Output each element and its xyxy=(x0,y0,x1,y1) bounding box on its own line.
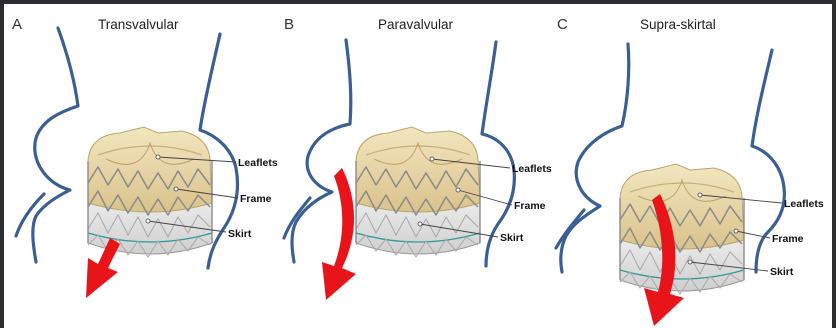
valve-b xyxy=(356,127,480,257)
label-leaflets-c: Leaflets xyxy=(784,198,824,210)
flow-arrow-b xyxy=(322,168,356,300)
diagram-svg: A Transvalvular Leaflets Frame Skirt B P… xyxy=(4,4,832,328)
diagram-canvas: A Transvalvular Leaflets Frame Skirt B P… xyxy=(4,4,832,328)
panel-title-b: Paravalvular xyxy=(378,17,454,32)
panel-b: B Paravalvular Leaflets Frame Skirt xyxy=(284,16,552,300)
label-frame-c: Frame xyxy=(772,233,804,245)
label-leaflets-b: Leaflets xyxy=(512,163,552,175)
label-skirt-c: Skirt xyxy=(770,266,794,278)
panel-letter-a: A xyxy=(12,16,22,33)
panel-c: C Supra-skirtal Leaflets Frame Skirt xyxy=(556,16,824,326)
panel-title-c: Supra-skirtal xyxy=(640,17,716,32)
panel-title-a: Transvalvular xyxy=(98,17,179,32)
panel-letter-c: C xyxy=(557,16,568,33)
label-skirt-a: Skirt xyxy=(228,228,252,240)
panel-letter-b: B xyxy=(284,16,294,33)
panel-a: A Transvalvular Leaflets Frame Skirt xyxy=(12,16,278,298)
label-skirt-b: Skirt xyxy=(500,232,524,244)
label-leaflets-a: Leaflets xyxy=(238,157,278,169)
label-frame-a: Frame xyxy=(240,193,272,205)
label-frame-b: Frame xyxy=(514,200,546,212)
valve-c xyxy=(620,164,744,294)
valve-a xyxy=(88,127,212,257)
